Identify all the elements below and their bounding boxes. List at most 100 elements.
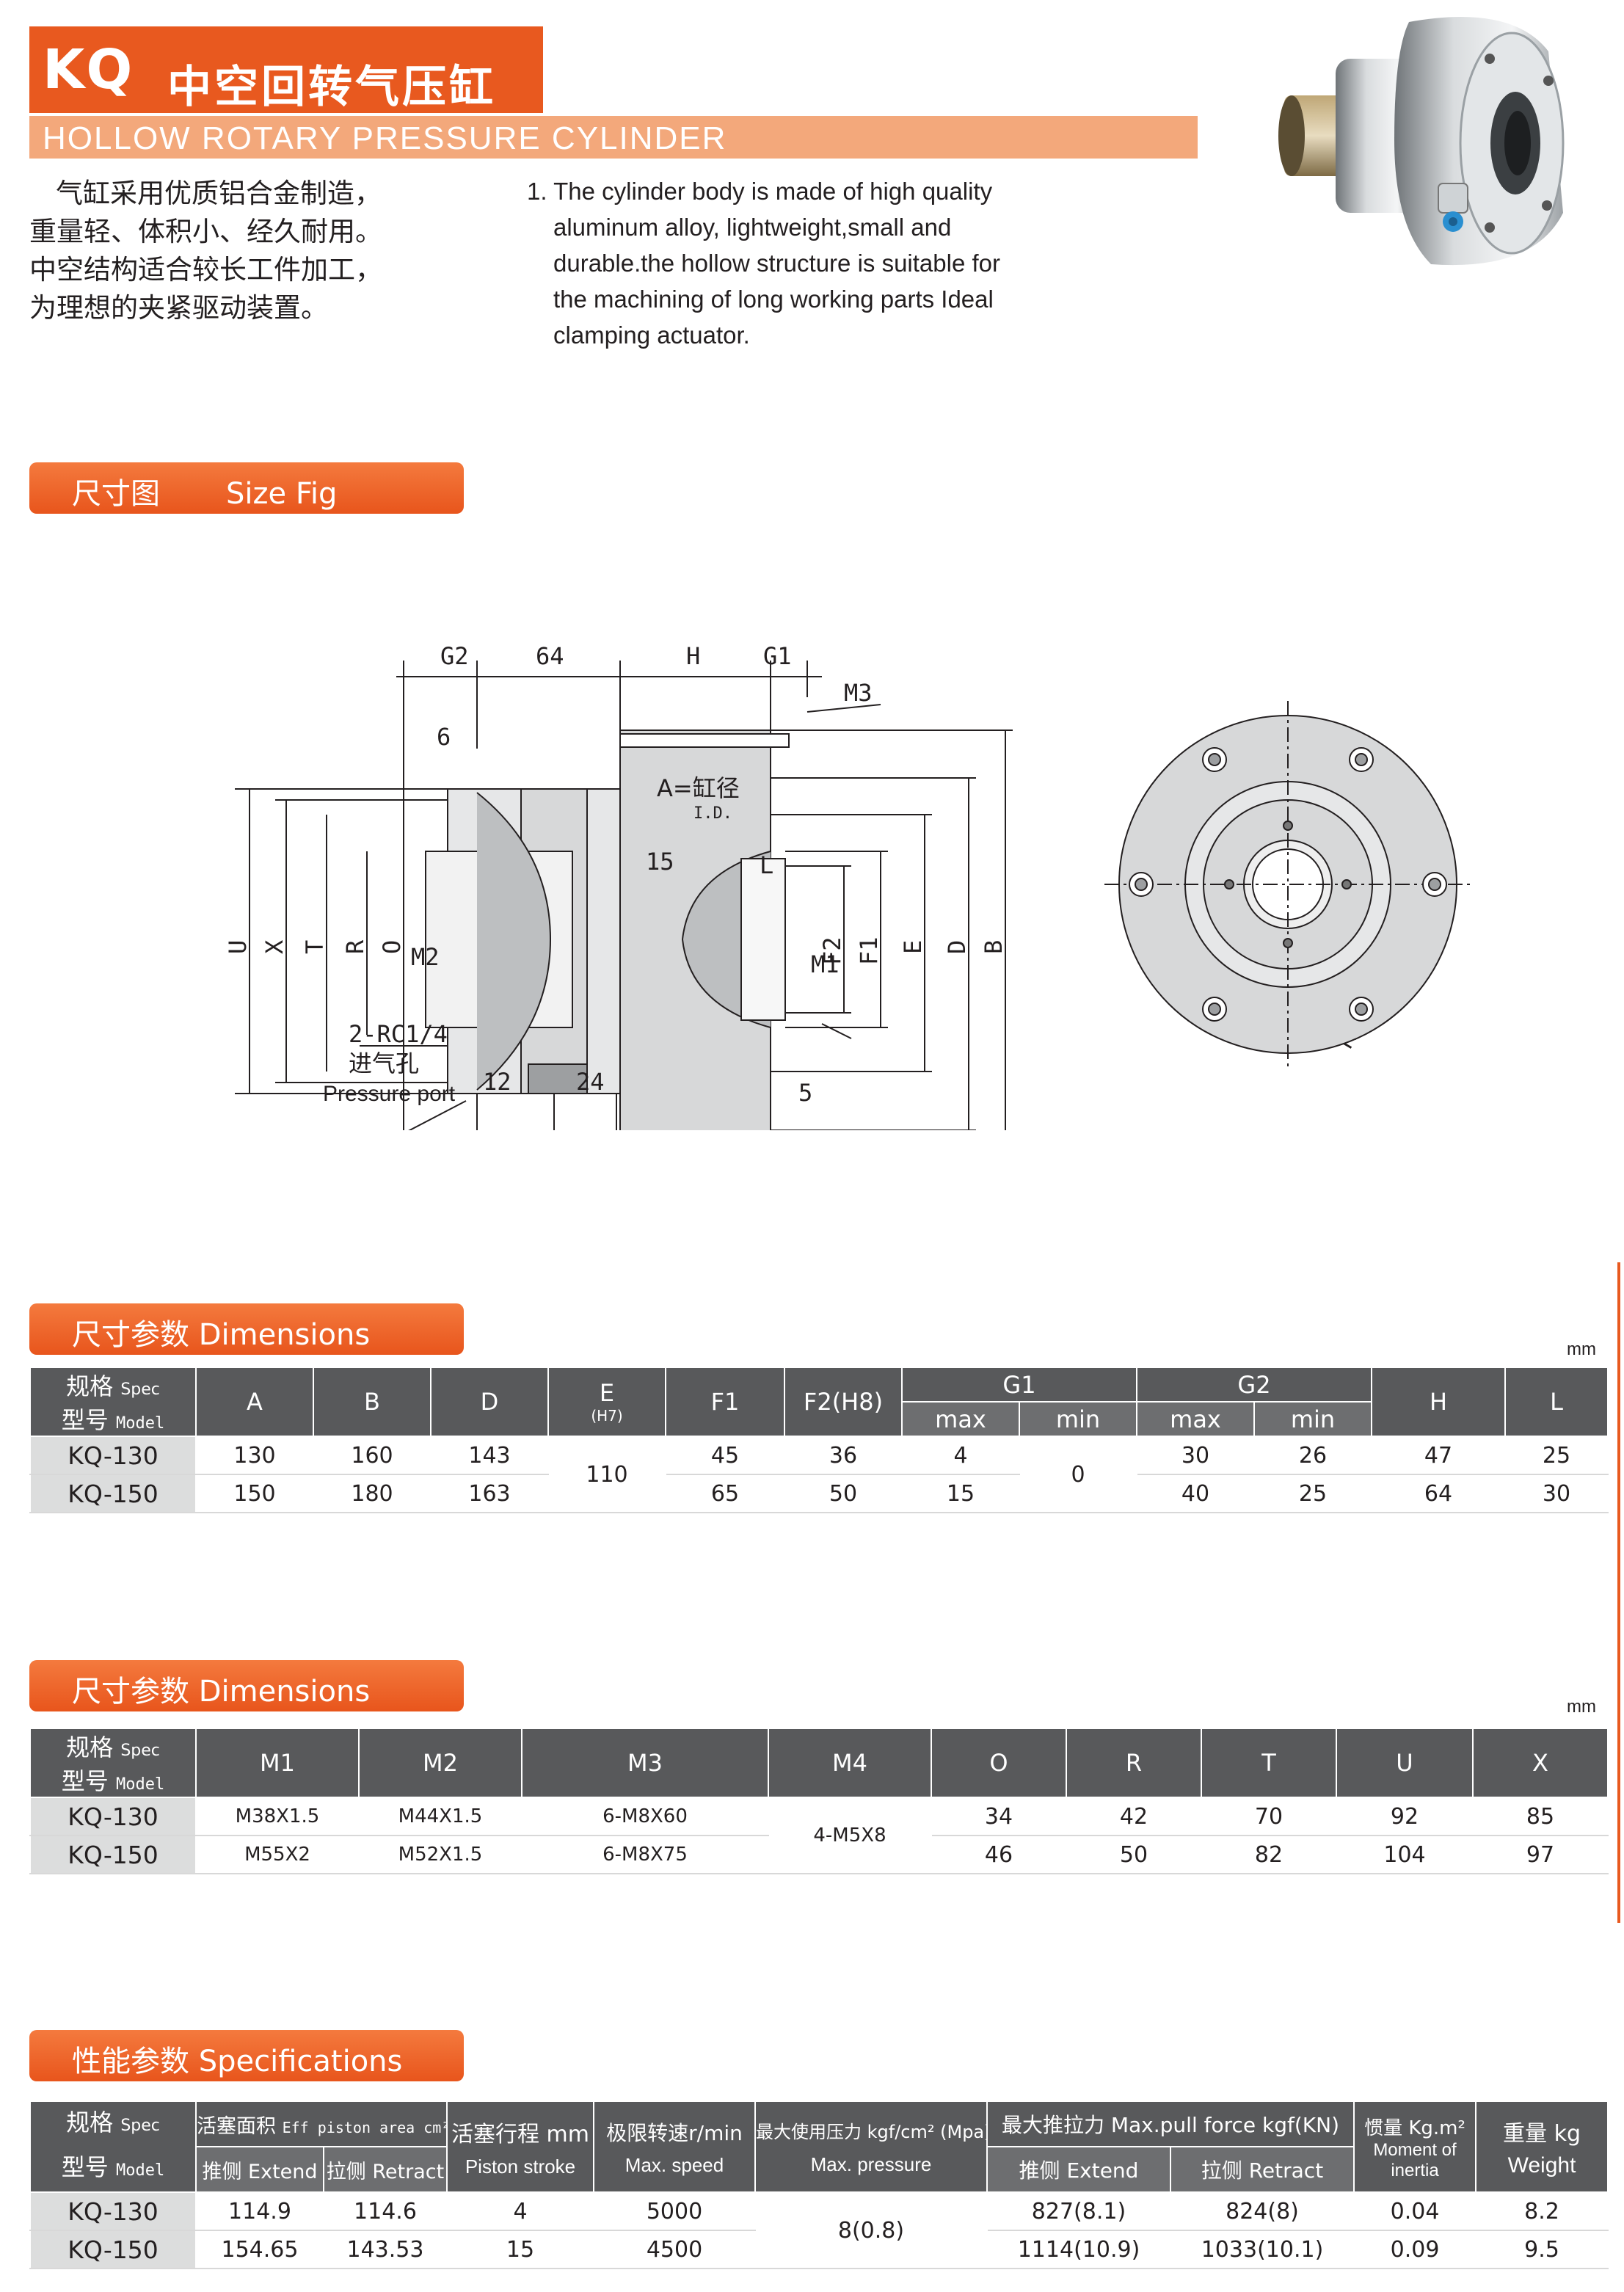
col-m3: M3 [521,1728,769,1798]
col-g2: G2 [1136,1367,1372,1403]
section-bar-size-fig [29,462,464,514]
col-piston-area: 活塞面积 Eff piston area cm² [195,2100,448,2147]
page-title-cn: 中空回转气压缸 [167,62,496,113]
col-e: E (H7) [547,1367,666,1437]
dim-bore: A=缸径 [657,774,740,802]
col-inertia: 惯量 Kg.m² Moment of inertia [1353,2100,1477,2193]
dim-64: 64 [536,642,564,670]
dim-port: 2-RC1/4 [349,1020,448,1048]
col-g1: G1 [901,1367,1137,1403]
subtitle-bar [29,116,1198,159]
section-title-specifications: 性能参数 Specifications [72,2045,403,2078]
spec-model-header: 规格 Spec 型号 Model [29,2100,197,2193]
col-area-retract: 拉侧 Retract [323,2146,448,2193]
dim-d: D [943,940,971,954]
dim-g1: G1 [763,642,792,670]
dim-f1: F1 [855,936,883,965]
table-row: KQ-130 114.9 114.6 4 5000 8(0.8) 827(8.1… [29,2191,1609,2269]
col-g2-max: max [1136,1401,1255,1437]
col-l: L [1504,1367,1609,1437]
table-row: KQ-150 150 180 163 65 50 15 40 25 64 30 [29,1474,1609,1513]
unit-label: mm [1567,1339,1596,1359]
dim-t: T [301,940,329,954]
col-b: B [313,1367,432,1437]
dim-bore-en: I.D. [693,804,732,823]
dim-o: O [378,940,406,954]
dim-5: 5 [798,1079,812,1107]
dim-u: U [224,940,252,954]
dim-m1: M1 [811,950,840,978]
col-r: R [1066,1728,1202,1798]
section-bar-dimensions-2 [29,1660,464,1711]
dim-6: 6 [437,723,451,751]
table-row: KQ-130 130 160 143 110 45 36 4 0 30 26 4… [29,1436,1609,1513]
dim-b: B [980,940,1008,954]
col-speed: 极限转速r/min Max. speed [593,2100,756,2193]
col-force-retract: 拉侧 Retract [1169,2146,1355,2193]
front-view [1104,701,1471,1068]
col-f1: F1 [665,1367,785,1437]
col-m4: M4 [768,1728,932,1798]
col-force-extend: 推侧 Extend [986,2146,1171,2193]
col-d: D [430,1367,549,1437]
title-block [29,26,543,113]
dim-12: 12 [483,1068,511,1096]
col-g1-max: max [901,1401,1020,1437]
intro-en-line: the machining of long working parts Idea… [553,285,994,313]
spec-model-header: 规格 Spec 型号 Model [29,1728,197,1798]
dimensions-table-1: 规格 Spec 型号 Model A B D E (H7) F1 F2(H8) … [29,1367,1609,1513]
intro-english: 1. The cylinder body is made of high qua… [527,173,1085,353]
col-f2: F2(H8) [784,1367,903,1437]
dim-port-cn: 进气孔 [349,1049,419,1077]
intro-en-line: durable.the hollow structure is suitable… [553,250,1000,277]
col-u: U [1336,1728,1474,1798]
col-a: A [195,1367,314,1437]
dim-r: R [341,939,369,954]
unit-label: mm [1567,1697,1596,1717]
col-t: T [1201,1728,1337,1798]
col-g2-min: min [1253,1401,1372,1437]
model-code: KQ [43,38,134,101]
dim-h: H [686,642,700,670]
section-bar-specifications [29,2030,464,2081]
table-row: KQ-150 154.65 143.53 15 4500 1114(10.9) … [29,2230,1609,2269]
col-m1: M1 [195,1728,360,1798]
table-row: KQ-150 M55X2 M52X1.5 6-M8X75 46 50 82 10… [29,1835,1609,1874]
col-g1-min: min [1019,1401,1137,1437]
col-max-force: 最大推拉力 Max.pull force kgf(KN) [986,2100,1355,2147]
intro-cn-line: 气缸采用优质铝合金制造， [56,178,382,209]
col-weight: 重量 kg Weight [1475,2100,1609,2193]
page-title-en: HOLLOW ROTARY PRESSURE CYLINDER [43,120,727,156]
dim-e: E [899,940,927,954]
product-photo [1278,17,1565,266]
dim-m3: M3 [844,679,873,707]
intro-chinese: 气缸采用优质铝合金制造， 重量轻、体积小、经久耐用。 中空结构适合较长工件加工，… [29,175,440,327]
dim-15: 15 [646,848,674,876]
intro-cn-line: 重量轻、体积小、经久耐用。 [29,216,382,247]
col-x: X [1472,1728,1609,1798]
dim-port-en: Pressure port [323,1082,456,1106]
specifications-table: 规格 Spec 型号 Model 活塞面积 Eff piston area cm… [29,2100,1609,2269]
col-o: O [931,1728,1067,1798]
intro-en-line: aluminum alloy, lightweight,small and [553,214,952,241]
dim-f2: F2 [818,936,846,965]
intro-en-line: 1. The cylinder body is made of high qua… [527,178,993,205]
intro-cn-line: 中空结构适合较长工件加工， [29,254,382,285]
intro-cn-line: 为理想的夹紧驱动装置。 [29,292,328,324]
col-h: H [1371,1367,1506,1437]
intro-en-line: clamping actuator. [553,321,750,349]
page-edge-accent [1617,1262,1620,1923]
dimensions-table-2: 规格 Spec 型号 Model M1 M2 M3 M4 O R T U X K… [29,1728,1609,1874]
section-title-dimensions-2: 尺寸参数 Dimensions [72,1675,371,1709]
dim-24: 24 [576,1068,605,1096]
col-stroke: 活塞行程 mm Piston stroke [446,2100,594,2193]
col-m2: M2 [358,1728,522,1798]
col-area-extend: 推侧 Extend [195,2146,324,2193]
col-pressure: 最大使用压力 kgf/cm² (Mpa) Max. pressure [754,2100,988,2193]
dim-m2: M2 [411,943,440,971]
table-row: KQ-130 M38X1.5 M44X1.5 6-M8X60 4-M5X8 34… [29,1797,1609,1874]
dim-l: L [760,851,773,879]
section-title-dimensions-1: 尺寸参数 Dimensions [72,1318,371,1352]
dim-x: X [261,940,288,954]
